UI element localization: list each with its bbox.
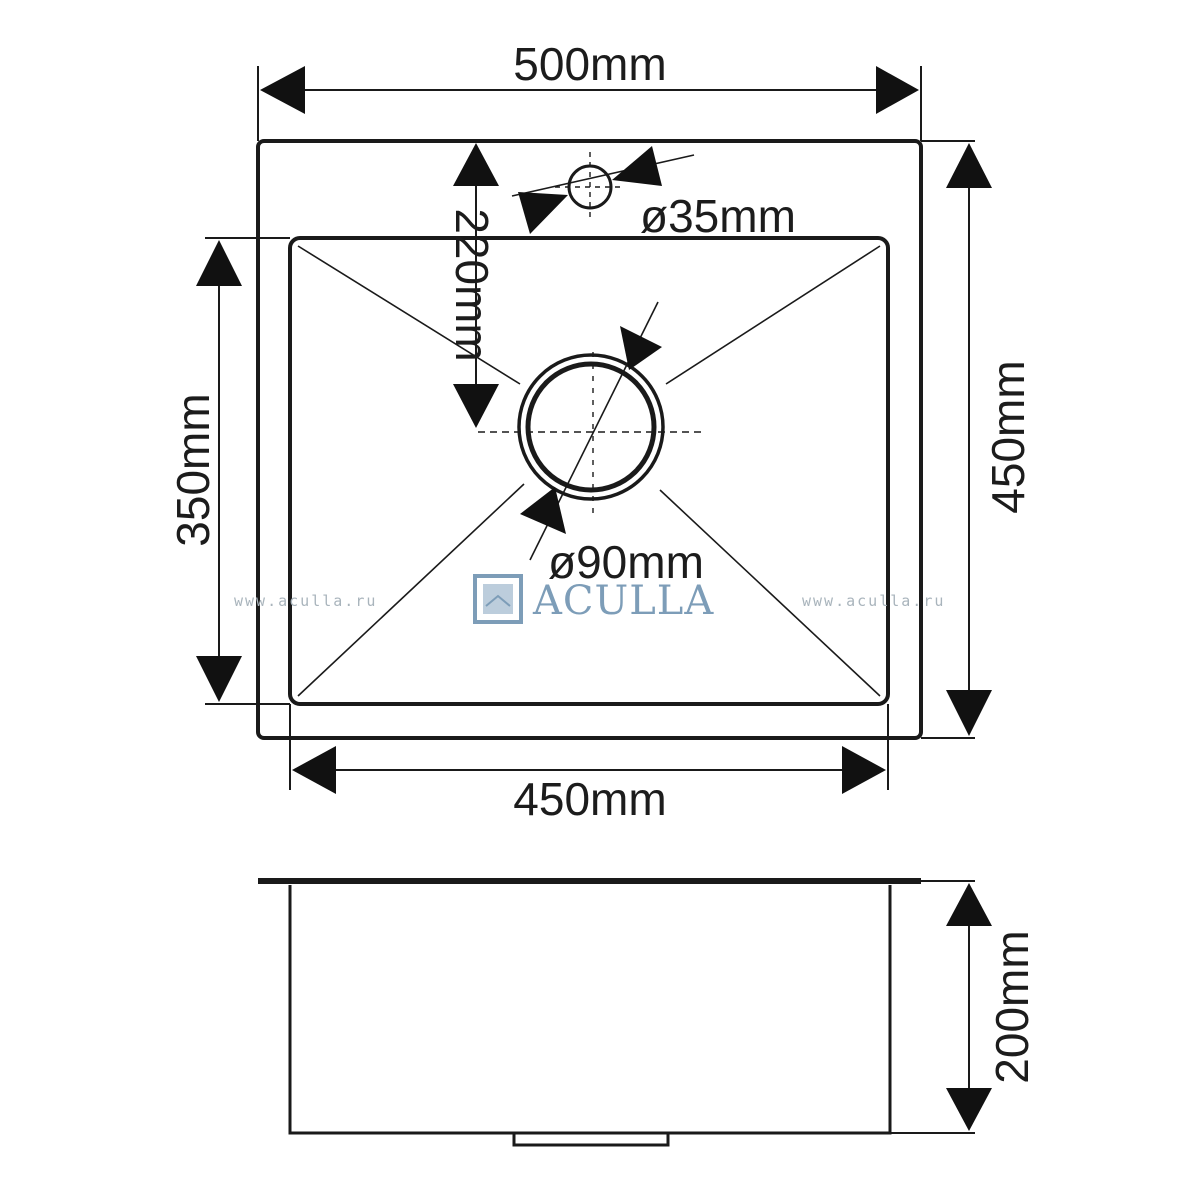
watermark-right: www.aculla.ru xyxy=(802,592,945,610)
dim-arrow-left xyxy=(292,746,336,794)
brand-name: ACULLA xyxy=(532,578,714,624)
dim-arrow-upper xyxy=(620,326,662,370)
dim-depth-label: 200mm xyxy=(986,930,1038,1083)
dim-right-height-label: 450mm xyxy=(982,360,1034,513)
dim-drain-hole-label: ø90mm xyxy=(548,536,704,588)
dim-tap-hole: ø35mm xyxy=(511,146,796,242)
dim-arrow-up xyxy=(946,883,992,926)
bowl-slope-lines xyxy=(297,245,881,697)
outer-rim xyxy=(256,139,923,740)
drain xyxy=(478,352,705,520)
side-view-drain-outlet xyxy=(512,1133,670,1147)
dim-depth: 200mm xyxy=(946,883,1038,1131)
dim-arrow-right xyxy=(876,66,919,114)
dim-bottom-width: 450mm xyxy=(289,704,889,825)
brand-logo: ACULLA xyxy=(473,574,714,624)
dim-left-height-label: 350mm xyxy=(167,393,219,546)
dim-arrow-up xyxy=(196,240,242,286)
tap-hole xyxy=(555,152,625,222)
side-view xyxy=(258,878,975,1147)
dim-arrow-lower xyxy=(520,487,566,534)
drain-outer-ring xyxy=(517,353,665,501)
dim-left-height: 350mm xyxy=(167,237,290,705)
side-view-body xyxy=(288,885,892,1135)
brand-logo-mark xyxy=(473,574,523,624)
dim-tap-offset: 220mm xyxy=(446,143,499,428)
watermark-left: www.aculla.ru xyxy=(234,592,377,610)
inner-bowl xyxy=(288,236,890,706)
dim-arrow-down xyxy=(453,384,499,428)
dim-bottom-width-label: 450mm xyxy=(513,773,666,825)
dim-tap-offset-label: 220mm xyxy=(446,208,498,361)
dim-arrow-down xyxy=(196,656,242,702)
dim-arrow-down xyxy=(946,690,992,736)
dim-arrow-up xyxy=(453,143,499,186)
dim-top-width: 500mm xyxy=(257,38,922,141)
dim-drain-hole: ø90mm xyxy=(520,301,704,588)
dim-arrow-left xyxy=(260,66,305,114)
dim-tap-hole-label: ø35mm xyxy=(640,190,796,242)
drain-inner-ring xyxy=(525,361,657,493)
dim-arrow-right xyxy=(842,746,886,794)
dim-arrow-right xyxy=(612,146,662,186)
dim-top-width-label: 500mm xyxy=(513,38,666,90)
dim-arrow-up xyxy=(946,143,992,188)
dim-arrow-left xyxy=(518,192,568,234)
dim-arrow-down xyxy=(946,1088,992,1131)
top-view xyxy=(256,139,923,740)
dim-right-height: 450mm xyxy=(921,140,1034,739)
